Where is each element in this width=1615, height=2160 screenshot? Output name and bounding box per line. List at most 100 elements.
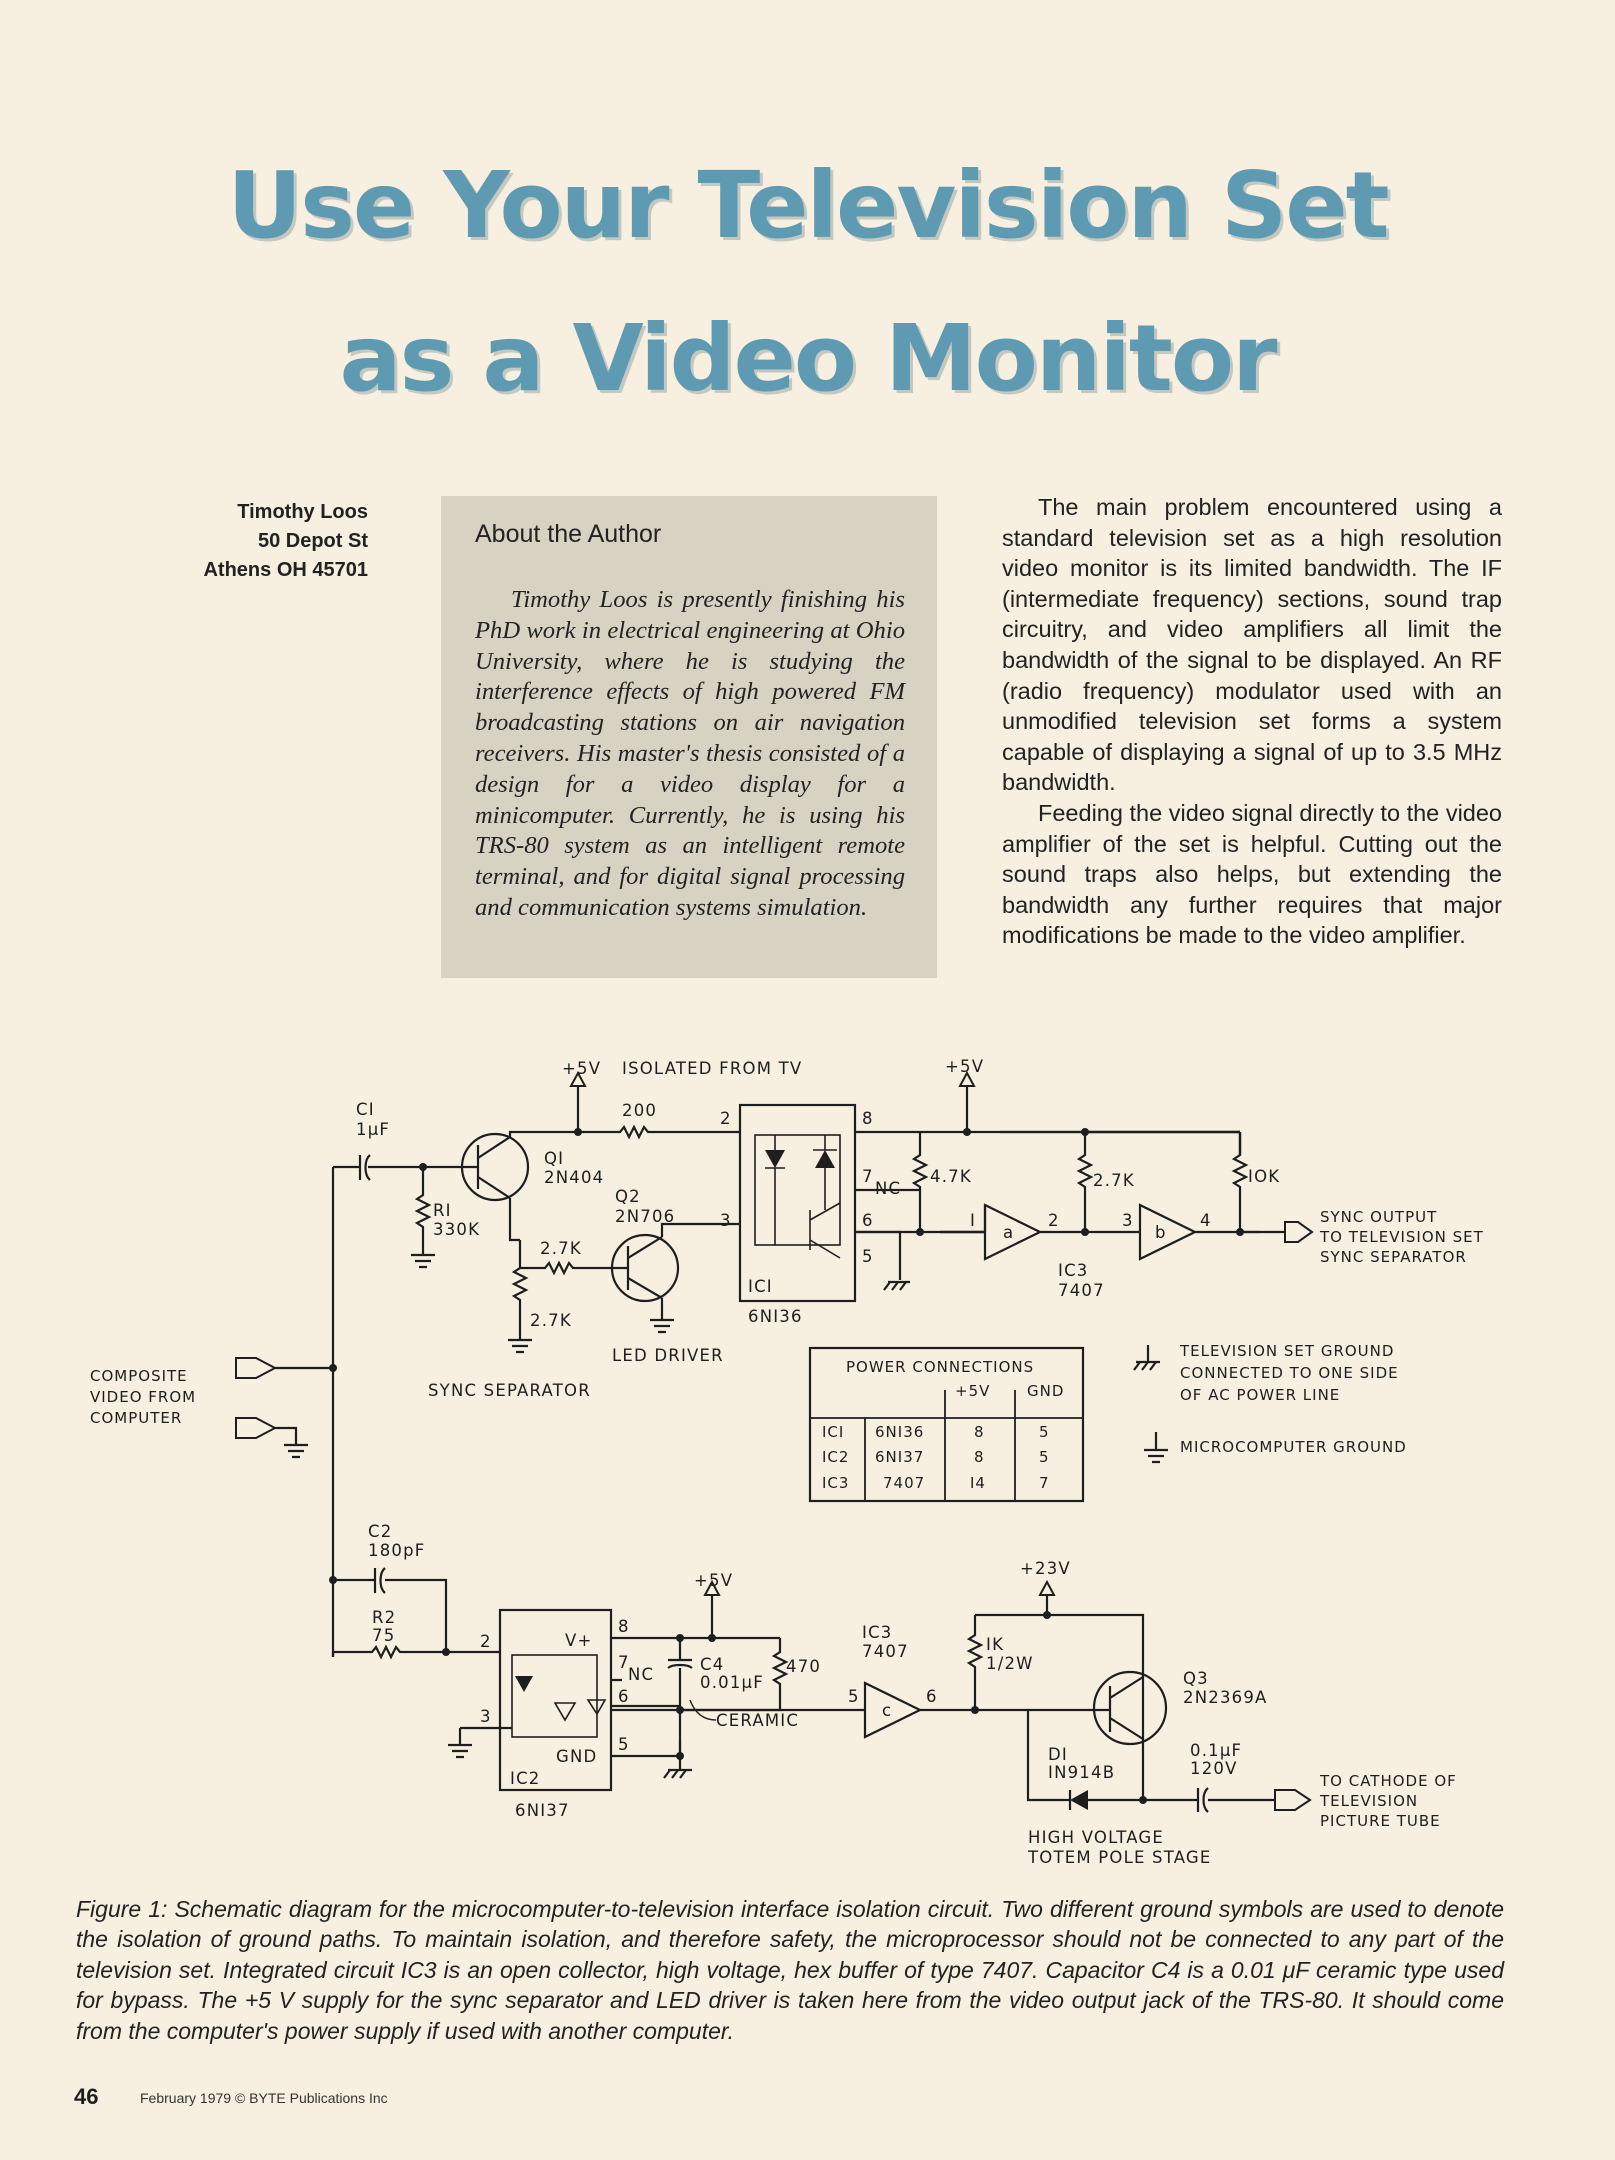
sync-output-connector <box>1284 1221 1314 1243</box>
pin-ic2-6: 6 <box>618 1687 630 1706</box>
label-gate-b: b <box>1155 1223 1167 1242</box>
label-r27k-base: 2.7K <box>540 1239 582 1258</box>
label-totem-pole: TOTEM POLE STAGE <box>1027 1848 1212 1867</box>
label-ic1-part: 6NI36 <box>748 1307 803 1326</box>
label-r27k-emitter: 2.7K <box>530 1311 572 1330</box>
label-led-driver: LED DRIVER <box>612 1346 724 1365</box>
label-tv-ground-3: OF AC POWER LINE <box>1180 1386 1340 1404</box>
q3-leads <box>1028 1676 1144 1740</box>
label-tv-ground-2: CONNECTED TO ONE SIDE <box>1180 1364 1399 1382</box>
page-number: 46 <box>74 2084 99 2109</box>
composite-video-connector <box>235 1357 278 1379</box>
label-q3: Q3 <box>1183 1669 1209 1688</box>
micro-ground-legend-icon <box>1144 1432 1168 1464</box>
label-q3-part: 2N2369A <box>1183 1688 1268 1707</box>
pin-3b: 3 <box>1122 1211 1134 1230</box>
pin-1: I <box>970 1211 976 1230</box>
junction <box>329 1576 337 1584</box>
author-city: Athens OH 45701 <box>203 559 368 581</box>
pin-ic2-8: 8 <box>618 1617 630 1636</box>
ic2-pins <box>611 1636 780 1758</box>
power-table-title: POWER CONNECTIONS <box>846 1358 1034 1376</box>
label-gate-a: a <box>1003 1223 1014 1242</box>
wire <box>1026 1710 1070 1802</box>
c1-capacitor <box>358 1154 371 1181</box>
label-q1-part: 2N404 <box>544 1168 604 1187</box>
c4-capacitor <box>667 1638 693 1756</box>
junction <box>329 1364 337 1372</box>
label-composite-3: COMPUTER <box>90 1409 182 1427</box>
label-cathode-3: PICTURE TUBE <box>1320 1812 1441 1830</box>
label-r1k: IK <box>986 1635 1004 1654</box>
label-c4: C4 <box>700 1655 724 1674</box>
pin-ic3-5: 5 <box>848 1687 860 1706</box>
gate-c <box>863 1681 923 1739</box>
figure-caption: Figure 1: Schematic diagram for the micr… <box>76 1896 1504 2044</box>
ic2-inner <box>511 1654 598 1738</box>
label-q1: QI <box>544 1149 564 1168</box>
label-ic2-part: 6NI37 <box>515 1801 570 1820</box>
r27k-resistor <box>511 1240 529 1340</box>
q2-leads <box>610 1236 663 1299</box>
label-vplus: V+ <box>565 1631 593 1650</box>
ceramic-pointer <box>689 1699 717 1721</box>
junction <box>1081 1128 1089 1136</box>
wire <box>385 1578 448 1652</box>
label-q2-part: 2N706 <box>615 1207 675 1226</box>
label-micro-ground: MICROCOMPUTER GROUND <box>1180 1438 1407 1456</box>
power-table-cell: 5 <box>1039 1448 1050 1466</box>
pin-ic2-7: 7 <box>618 1653 630 1672</box>
label-sync-output-3: SYNC SEPARATOR <box>1320 1248 1467 1266</box>
about-author-box: About the Author Timothy Loos is present… <box>441 496 937 978</box>
label-nc-ic2: NC <box>628 1665 654 1684</box>
title-line-2: as a Video Monitor <box>339 305 1278 412</box>
label-ic3-upper: IC3 <box>1058 1261 1089 1280</box>
ic1-internal <box>765 1135 837 1245</box>
label-output-cap: 0.1μF <box>1190 1741 1242 1760</box>
cathode-connector <box>1274 1789 1312 1811</box>
ic1-box <box>738 1103 857 1303</box>
photodiode-symbol <box>815 1150 835 1168</box>
wire <box>650 1222 740 1334</box>
label-composite-2: VIDEO FROM <box>90 1388 196 1406</box>
junction <box>1081 1228 1089 1236</box>
pin-8: 8 <box>862 1109 874 1128</box>
label-isolated-from-tv: ISOLATED FROM TV <box>622 1059 802 1078</box>
label-ic3-lower-part: 7407 <box>862 1642 909 1661</box>
power-table-cell: IC2 <box>822 1448 849 1466</box>
junction <box>708 1634 716 1642</box>
ic1-pins <box>855 1130 1000 1280</box>
label-d1: DI <box>1048 1745 1068 1764</box>
q3-transistor <box>1092 1670 1168 1746</box>
label-sync-output-2: TO TELEVISION SET <box>1319 1228 1484 1246</box>
label-cathode-2: TELEVISION <box>1319 1792 1418 1810</box>
label-gnd: GND <box>556 1747 597 1766</box>
r27k-base-resistor <box>520 1260 610 1276</box>
power-table-cell: 6NI36 <box>875 1423 924 1441</box>
label-sync-output-1: SYNC OUTPUT <box>1320 1208 1437 1226</box>
power-table-cell: IC3 <box>822 1474 849 1492</box>
label-nc: NC <box>875 1179 901 1198</box>
pin-5: 5 <box>862 1247 874 1266</box>
power-table-cell: 8 <box>974 1448 985 1466</box>
label-c2-value: 180pF <box>368 1541 425 1560</box>
led-symbol <box>765 1150 785 1168</box>
power-table-header-5v: +5V <box>955 1382 990 1400</box>
junction <box>963 1128 971 1136</box>
wire <box>508 1130 578 1242</box>
power-table-cell: 7407 <box>883 1474 925 1492</box>
label-plus23v: +23V <box>1020 1559 1071 1578</box>
ic2-ground <box>448 1726 512 1759</box>
pin-2: 2 <box>720 1109 732 1128</box>
junction <box>1043 1611 1051 1619</box>
junction <box>916 1228 924 1236</box>
label-ic3-lower: IC3 <box>862 1623 893 1642</box>
label-cathode-1: TO CATHODE OF <box>1319 1772 1457 1790</box>
c2-capacitor <box>373 1567 386 1594</box>
q1-leads <box>460 1136 511 1199</box>
label-high-voltage: HIGH VOLTAGE <box>1028 1828 1164 1847</box>
pin-4: 4 <box>1200 1211 1212 1230</box>
r1-resistor <box>414 1167 432 1255</box>
ground-symbol <box>508 1338 532 1354</box>
supply-arrow <box>958 1070 976 1087</box>
